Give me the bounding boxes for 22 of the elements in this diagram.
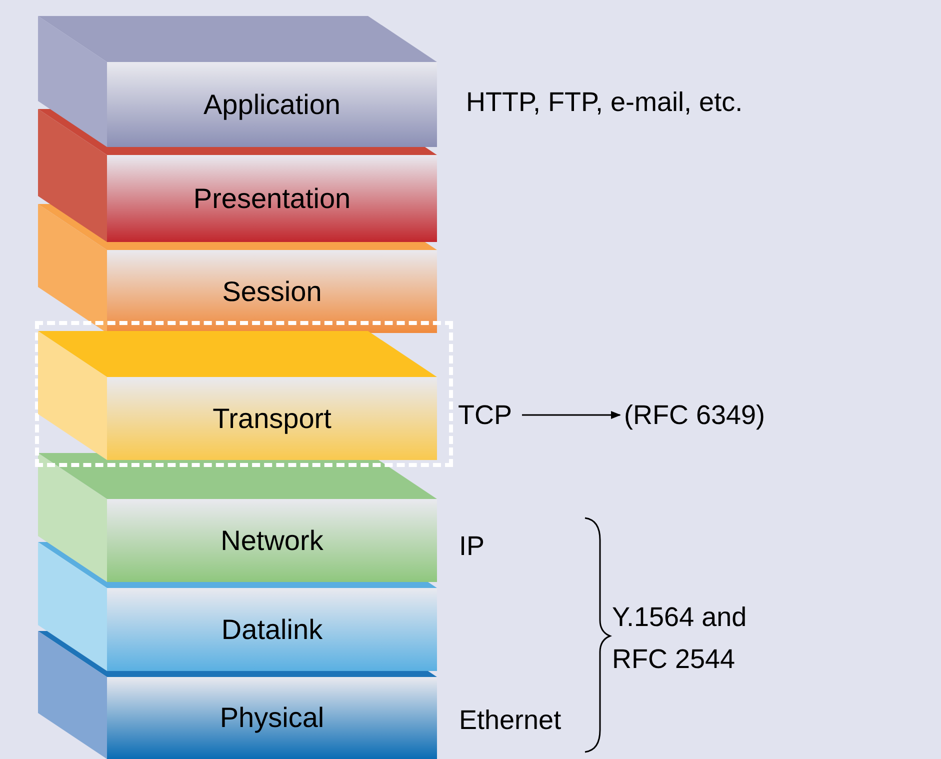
arrow: [522, 411, 621, 419]
protocol-label: Ethernet: [459, 704, 562, 737]
layer-front-face: [107, 377, 437, 460]
protocol-list: HTTP, FTP, e-mail, etc.: [466, 82, 886, 122]
layer-name: Transport: [212, 402, 332, 436]
layer-front-face: [107, 588, 437, 671]
layer-name: Session: [222, 274, 322, 308]
layer-front-face: [107, 499, 437, 582]
standards-label: Y.1564 and RFC 2544: [612, 601, 748, 676]
layer-name: Physical: [220, 701, 324, 735]
layer-front-face: [107, 250, 437, 333]
layer-name: Presentation: [193, 182, 351, 216]
layer-front-face: [107, 155, 437, 242]
protocol-label: TCP: [458, 398, 512, 432]
layer-front-face: [107, 62, 437, 147]
protocol-label: (RFC 6349): [624, 398, 766, 432]
layer-front-face: [107, 677, 437, 759]
layer-name: Network: [220, 524, 324, 558]
layer-name: Datalink: [221, 612, 323, 646]
highlight-frame: [35, 321, 453, 467]
layer-name: Application: [204, 88, 340, 122]
protocol-label: IP: [459, 530, 485, 563]
